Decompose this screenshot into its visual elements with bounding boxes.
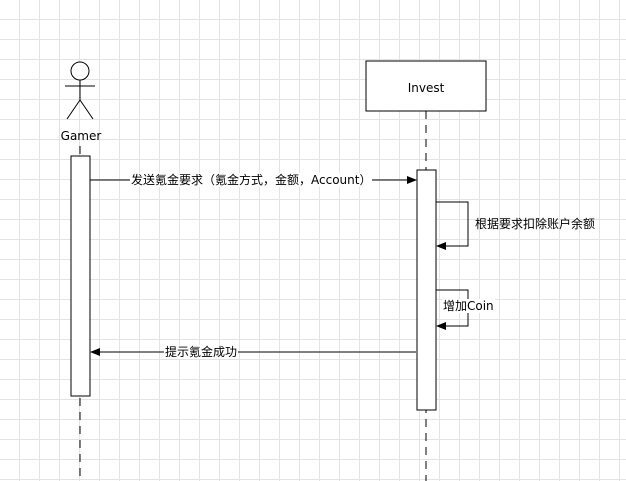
invest-activation-bar[interactable] [416,169,437,411]
message-success-label: 提示氪金成功 [164,345,239,359]
actor-left-leg [66,99,81,120]
gamer-activation-bar[interactable] [70,155,91,397]
message-deduct-balance-label: 根据要求扣除账户余额 [475,217,596,231]
invest-participant-box[interactable] [365,60,487,112]
message-request-label: 发送氪金要求（氪金方式，金额，Account） [130,173,373,187]
message-deduct-balance-arrow[interactable] [436,201,469,250]
message-add-coin-label: 增加Coin [442,299,495,313]
participant-label: Invest [407,81,445,95]
gamer-actor-figure[interactable] [65,61,95,120]
actor-head [70,61,90,81]
actor-right-leg [79,99,94,120]
actor-label: Gamer [60,129,102,143]
